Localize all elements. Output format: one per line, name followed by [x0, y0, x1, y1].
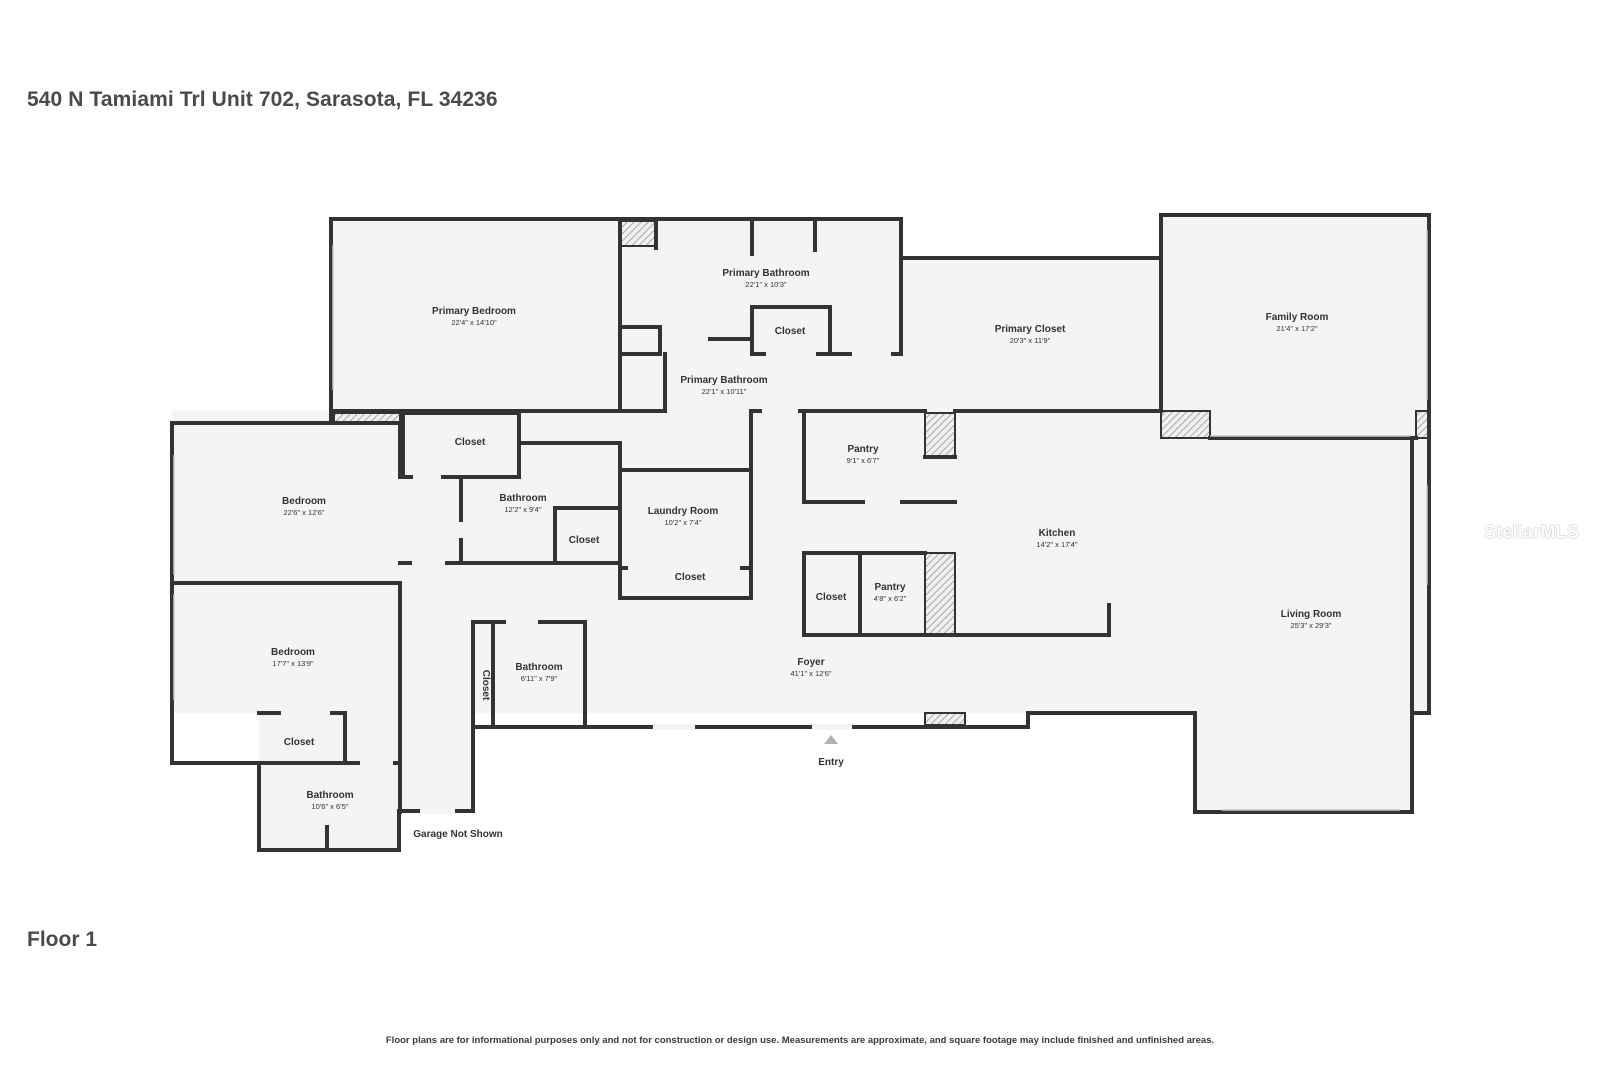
- room-dims-family-room: 21'4" x 17'2": [1276, 324, 1317, 333]
- room-dims-foyer: 41'1" x 12'6": [790, 669, 831, 678]
- room-label-primary-bathroom-upper: Primary Bathroom: [722, 268, 809, 279]
- room-label-foyer: Foyer: [797, 657, 824, 668]
- room-label-closet-laundry: Closet: [675, 572, 706, 583]
- room-label-primary-bedroom: Primary Bedroom: [432, 306, 516, 317]
- room-dims-primary-bathroom-lower: 22'1" x 10'11": [702, 387, 747, 396]
- room-label-closet-hall: Closet: [480, 670, 491, 701]
- disclaimer-text: Floor plans are for informational purpos…: [385, 1035, 1215, 1046]
- room-dims-laundry: 10'2" x 7'4": [665, 518, 702, 527]
- room-label-bathroom-2: Bathroom: [515, 662, 562, 673]
- room-label-closet-bed2: Closet: [284, 737, 315, 748]
- room-label-primary-bath-closet: Closet: [775, 326, 806, 337]
- walls: [170, 213, 1431, 852]
- room-label-closet-top: Closet: [455, 437, 486, 448]
- room-label-kitchen: Kitchen: [1039, 528, 1076, 539]
- room-label-living-room: Living Room: [1281, 609, 1342, 620]
- room-dims-primary-bathroom-upper: 22'1" x 10'3": [745, 280, 786, 289]
- room-label-closet-bath: Closet: [569, 535, 600, 546]
- room-dims-bathroom-2: 6'11" x 7'9": [521, 674, 558, 683]
- room-dims-bedroom-2: 17'7" x 13'9": [272, 659, 313, 668]
- room-dims-pantry-2: 4'8" x 6'2": [874, 594, 907, 603]
- floor-label: Floor 1: [27, 928, 98, 951]
- room-label-bathroom-3: Bathroom: [306, 790, 353, 801]
- structural-columns: [333, 220, 1430, 726]
- room-label-pantry-1: Pantry: [847, 444, 879, 455]
- room-dims-bedroom-1: 22'6" x 12'6": [283, 508, 324, 517]
- room-dims-living-room: 25'3" x 29'3": [1290, 621, 1331, 630]
- page-title: 540 N Tamiami Trl Unit 702, Sarasota, FL…: [27, 88, 498, 111]
- room-dims-kitchen: 14'2" x 17'4": [1036, 540, 1077, 549]
- room-label-laundry: Laundry Room: [648, 506, 719, 517]
- floor-fill: [172, 215, 1429, 850]
- windows: [173, 230, 1428, 811]
- room-label-primary-closet: Primary Closet: [995, 324, 1066, 335]
- room-label-bedroom-1: Bedroom: [282, 496, 326, 507]
- watermark-logo: StellarMLS: [1484, 522, 1580, 542]
- room-label-closet-kitchen: Closet: [816, 592, 847, 603]
- room-label-primary-bathroom-lower: Primary Bathroom: [680, 375, 767, 386]
- room-dims-bathroom-3: 10'6" x 6'5": [312, 802, 349, 811]
- room-dims-pantry-1: 9'1" x 6'7": [847, 456, 880, 465]
- openings: [281, 336, 900, 814]
- room-dims-bathroom-1: 12'2" x 9'4": [505, 505, 542, 514]
- room-label-bedroom-2: Bedroom: [271, 647, 315, 658]
- entry-label: Entry: [818, 757, 844, 768]
- room-labels: Primary Bedroom 22'4" x 14'10" Primary B…: [271, 268, 1341, 811]
- room-dims-primary-bedroom: 22'4" x 14'10": [451, 318, 497, 327]
- room-label-family-room: Family Room: [1266, 312, 1329, 323]
- room-dims-primary-closet: 20'3" x 11'9": [1010, 336, 1051, 345]
- room-label-pantry-2: Pantry: [874, 582, 906, 593]
- entry-arrow-icon: [824, 735, 838, 744]
- room-label-bathroom-1: Bathroom: [499, 493, 546, 504]
- garage-note: Garage Not Shown: [413, 829, 502, 840]
